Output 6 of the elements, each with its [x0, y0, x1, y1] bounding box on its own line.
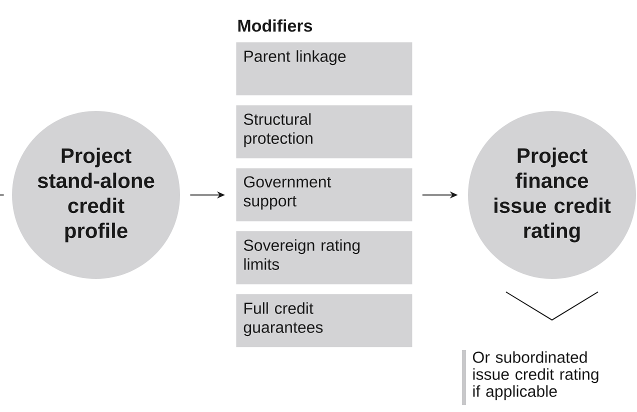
modifier-box: Sovereign rating limits — [236, 231, 412, 284]
modifier-box: Full credit guarantees — [236, 294, 412, 348]
modifier-box: Government support — [236, 168, 412, 222]
modifier-box: Structural protection — [236, 105, 412, 158]
note-text: Or subordinated issue credit rating if applicable — [462, 350, 598, 405]
modifier-box: Parent linkage — [236, 42, 412, 96]
